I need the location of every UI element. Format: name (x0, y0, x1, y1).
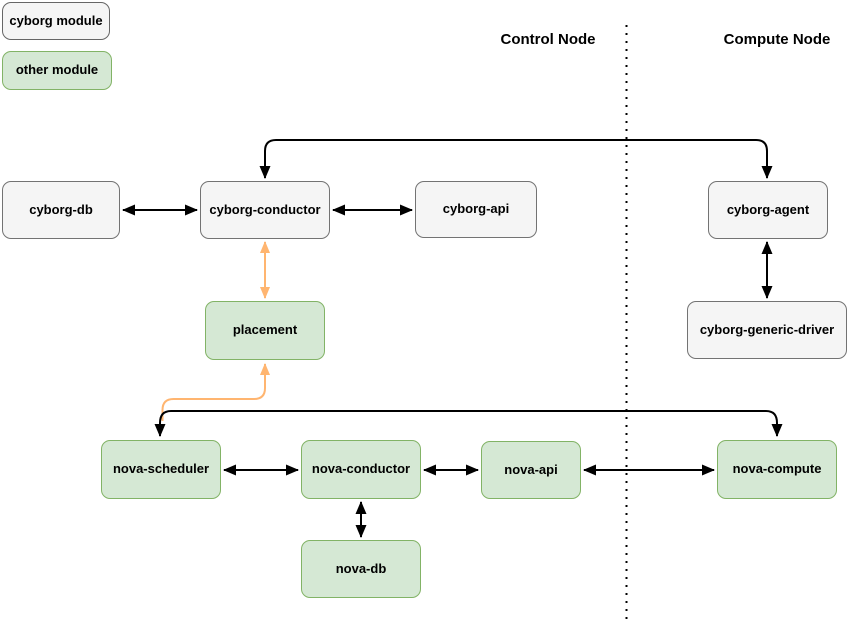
node-nova-compute: nova-compute (717, 440, 837, 499)
node-placement: placement (205, 301, 325, 360)
node-cyborg-api: cyborg-api (415, 181, 537, 238)
node-cyborg-db: cyborg-db (2, 181, 120, 239)
control-node-label: Control Node (500, 31, 596, 48)
node-cyborg-agent: cyborg-agent (708, 181, 828, 239)
node-nova-scheduler: nova-scheduler (101, 440, 221, 499)
node-cyborg-conductor: cyborg-conductor (200, 181, 330, 239)
edge-cyborg-conductor-cyborg-agent (259, 139, 773, 179)
legend-cyborg-module: cyborg module (2, 2, 110, 40)
node-nova-api: nova-api (481, 441, 581, 499)
legend-other-module: other module (2, 51, 112, 90)
edge-nova-scheduler-nova-compute (154, 410, 783, 437)
node-cyborg-generic-driver: cyborg-generic-driver (687, 301, 847, 359)
node-nova-db: nova-db (301, 540, 421, 598)
node-nova-conductor: nova-conductor (301, 440, 421, 499)
edge-nova-scheduler-to-placement (161, 363, 270, 421)
compute-node-label: Compute Node (723, 31, 831, 48)
